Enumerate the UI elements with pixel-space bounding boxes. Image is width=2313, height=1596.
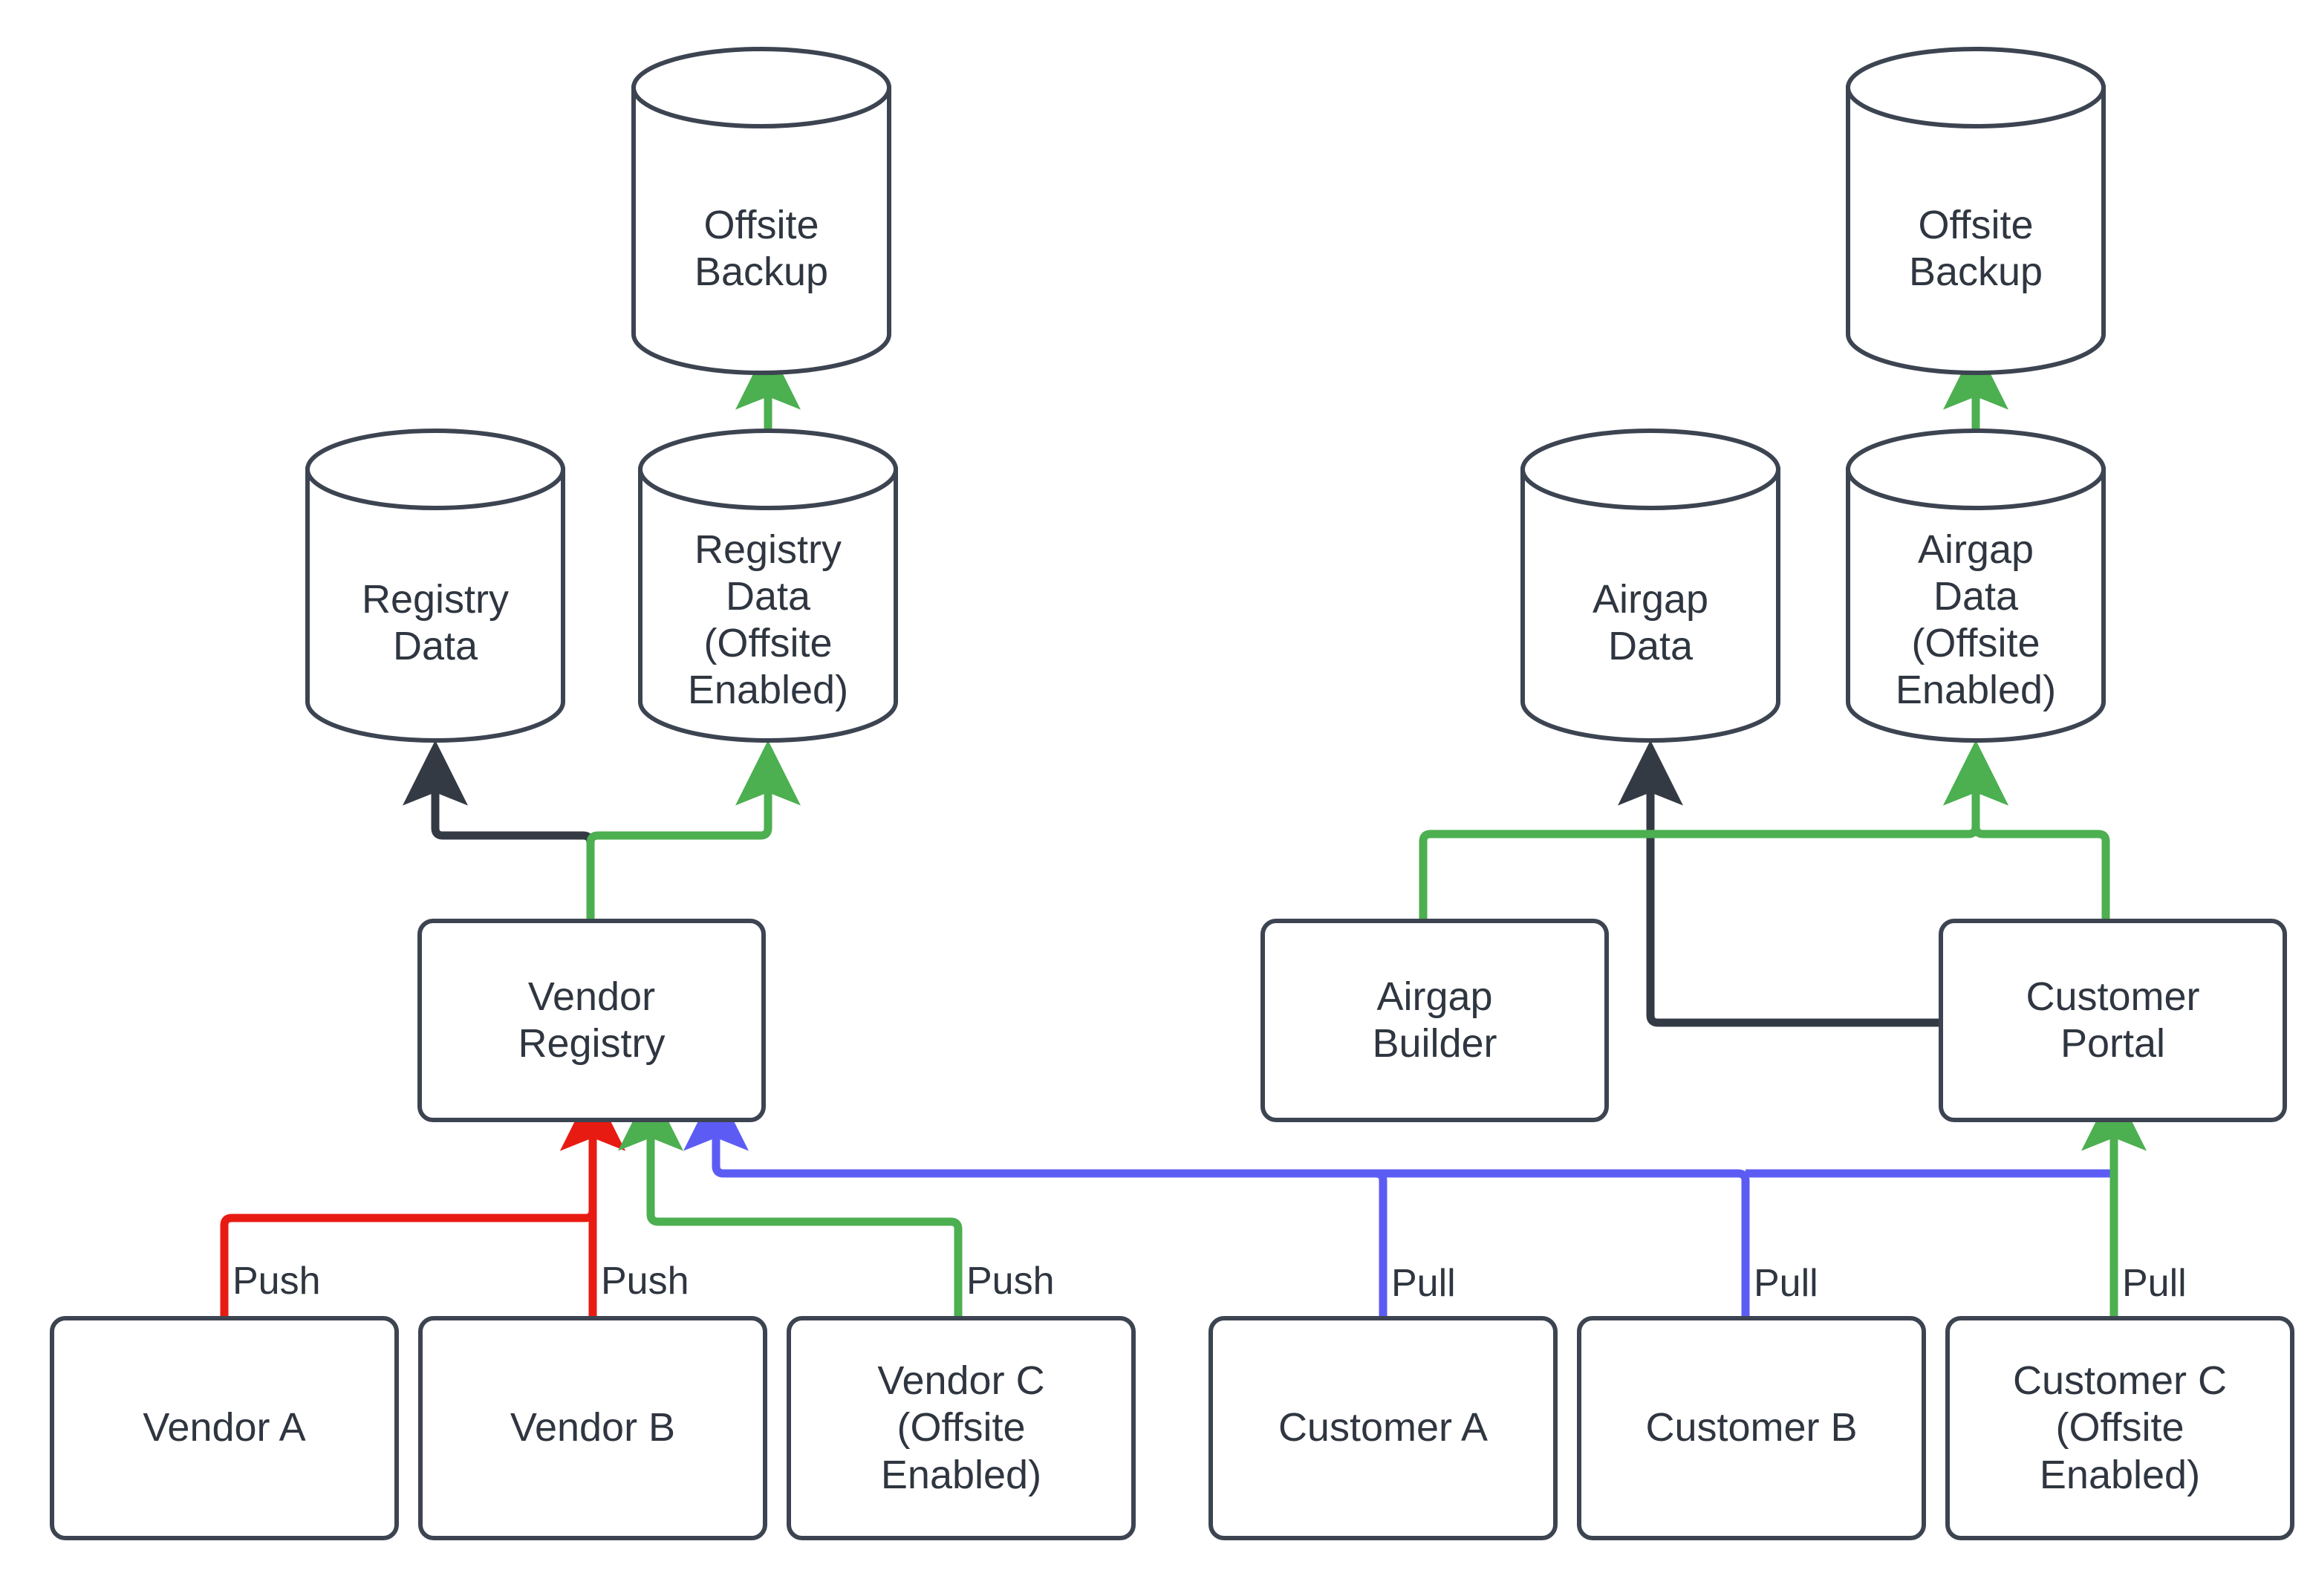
box-customer-portal[interactable] [1939, 919, 2287, 1122]
edge-vendor-registry-to-registry-data-offsite [586, 740, 801, 919]
box-customer-c[interactable] [1945, 1316, 2294, 1540]
edge-label-pull-customer-c: Pull [2122, 1262, 2187, 1305]
edge-vendor-c-to-vendor-registry [618, 1085, 963, 1317]
box-customer-a[interactable] [1208, 1316, 1558, 1540]
cylinder-offsite-backup-left[interactable] [631, 47, 891, 375]
cylinder-airgap-data-offsite[interactable] [1846, 429, 2106, 743]
box-airgap-builder[interactable] [1260, 919, 1609, 1122]
edge-label-push-vendor-b: Push [601, 1260, 689, 1303]
box-vendor-b[interactable] [418, 1316, 767, 1540]
cylinder-offsite-backup-right[interactable] [1846, 47, 2106, 375]
edge-customer-portal-to-airgap-offsite [1943, 740, 2110, 919]
box-vendor-c[interactable] [787, 1316, 1136, 1540]
edge-customer-portal-to-airgap-data [1618, 740, 1939, 1027]
cylinder-registry-data[interactable] [305, 429, 565, 743]
edge-label-pull-customer-a: Pull [1391, 1262, 1456, 1305]
edge-label-push-vendor-c: Push [966, 1260, 1055, 1303]
edge-label-pull-customer-b: Pull [1754, 1262, 1818, 1305]
box-vendor-registry[interactable] [417, 919, 766, 1122]
cylinder-airgap-data[interactable] [1520, 429, 1780, 743]
edge-airgap-builder-to-airgap-offsite [1419, 740, 2008, 919]
box-vendor-a[interactable] [50, 1316, 399, 1540]
edge-label-push-vendor-a: Push [232, 1260, 321, 1303]
edge-customer-b-to-vendor-registry [712, 1121, 1750, 1317]
cylinder-registry-data-offsite[interactable] [638, 429, 898, 743]
edge-vendor-registry-to-registry-data [403, 740, 595, 919]
box-customer-b[interactable] [1577, 1316, 1926, 1540]
